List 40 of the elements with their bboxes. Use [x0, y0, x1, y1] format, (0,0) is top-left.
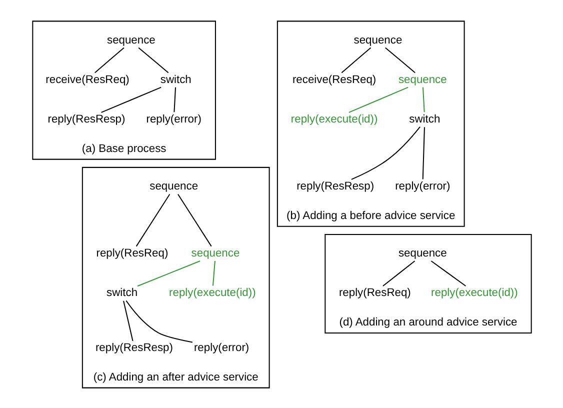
node-text: reply(ResResp) — [47, 113, 125, 126]
node-text: reply(execute(id)) — [290, 113, 378, 126]
node-text: sequence — [190, 247, 240, 260]
connector — [430, 260, 466, 286]
connector — [348, 86, 408, 112]
connector — [135, 193, 170, 246]
node-text: reply(error) — [146, 113, 201, 126]
node-text: receive(ResReq) — [292, 73, 376, 86]
connector — [340, 46, 371, 73]
node-text: receive(ResReq) — [45, 73, 129, 86]
connector — [177, 193, 212, 246]
connector — [350, 126, 420, 180]
node-text: sequence — [398, 247, 446, 260]
connector — [422, 86, 424, 112]
connector — [212, 260, 215, 286]
node-text: sequence — [398, 73, 446, 86]
node-text: sequence — [106, 34, 155, 46]
connector — [125, 300, 192, 342]
connector — [384, 46, 415, 73]
connector — [122, 300, 133, 341]
connector — [100, 86, 161, 112]
connector — [136, 260, 200, 286]
connector — [422, 126, 424, 179]
node-text: reply(error) — [394, 180, 450, 192]
node-text: reply(ResResp) — [94, 342, 172, 354]
connector — [94, 46, 124, 73]
node-text: reply(ResReq) — [96, 247, 168, 260]
node-text: sequence — [149, 180, 198, 192]
node-text: switch — [106, 286, 138, 299]
connector — [382, 260, 415, 286]
node-text: reply(error) — [193, 342, 249, 354]
node-text: switch — [408, 113, 440, 126]
node-text: reply(ResResp) — [296, 180, 374, 192]
node-text: sequence — [353, 34, 402, 46]
node-text: reply(execute(id)) — [168, 286, 256, 299]
node-text: reply(execute(id)) — [430, 286, 518, 299]
connector — [138, 46, 168, 73]
connector — [173, 86, 176, 112]
node-text: switch — [160, 73, 191, 86]
node-text: reply(ResReq) — [338, 286, 410, 299]
